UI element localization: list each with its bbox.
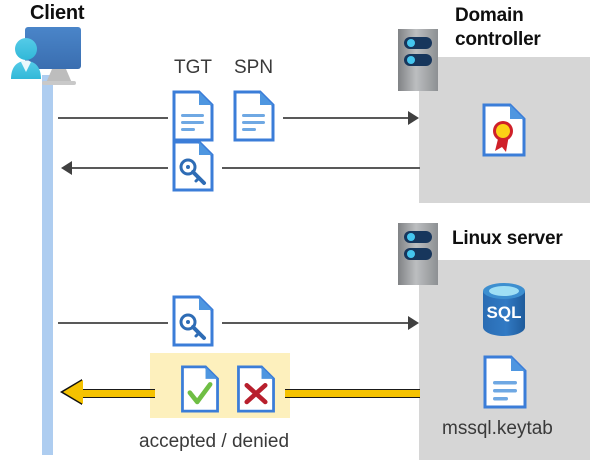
document-key-icon <box>172 140 214 192</box>
flow-ticket-response-line-right <box>222 167 420 169</box>
sql-database-icon: SQL <box>483 283 525 336</box>
document-key-icon <box>172 295 214 347</box>
document-lines-icon <box>172 90 214 142</box>
gold-arrow-line-right <box>285 389 420 398</box>
flow-service-ticket-arrowhead <box>408 316 419 330</box>
svg-text:SQL: SQL <box>487 303 522 322</box>
caption-accepted-denied: accepted / denied <box>139 431 290 452</box>
flow-ticket-response-line-left <box>72 167 168 169</box>
flow-ticket-response-arrowhead <box>61 161 72 175</box>
server-rack-icon <box>398 223 438 285</box>
flow-tgt-spn-arrowhead <box>408 111 419 125</box>
gold-arrowhead <box>63 380 83 404</box>
gold-arrow-line-left <box>82 389 155 398</box>
client-lifeline <box>42 75 53 455</box>
label-mssql-keytab: mssql.keytab <box>442 418 553 439</box>
client-computer-user-icon <box>11 27 81 85</box>
server-rack-icon <box>398 29 438 91</box>
document-check-accepted-icon <box>181 365 219 413</box>
flow-service-ticket-line-left <box>58 322 168 324</box>
zone-title-linux-server: Linux server <box>452 228 563 249</box>
flow-service-ticket-line-right <box>222 322 409 324</box>
client-title: Client <box>30 2 85 24</box>
keytab-document-icon <box>483 355 527 409</box>
zone-title-domain-controller-line1: Domain <box>455 5 524 26</box>
document-cross-denied-icon <box>237 365 275 413</box>
label-tgt: TGT <box>174 57 212 78</box>
flow-tgt-spn-line-right <box>283 117 409 119</box>
certificate-document-icon <box>482 103 526 157</box>
document-lines-icon <box>233 90 275 142</box>
label-spn: SPN <box>234 57 274 78</box>
flow-tgt-spn-line-left <box>58 117 168 119</box>
zone-title-domain-controller-line2: controller <box>455 29 541 50</box>
